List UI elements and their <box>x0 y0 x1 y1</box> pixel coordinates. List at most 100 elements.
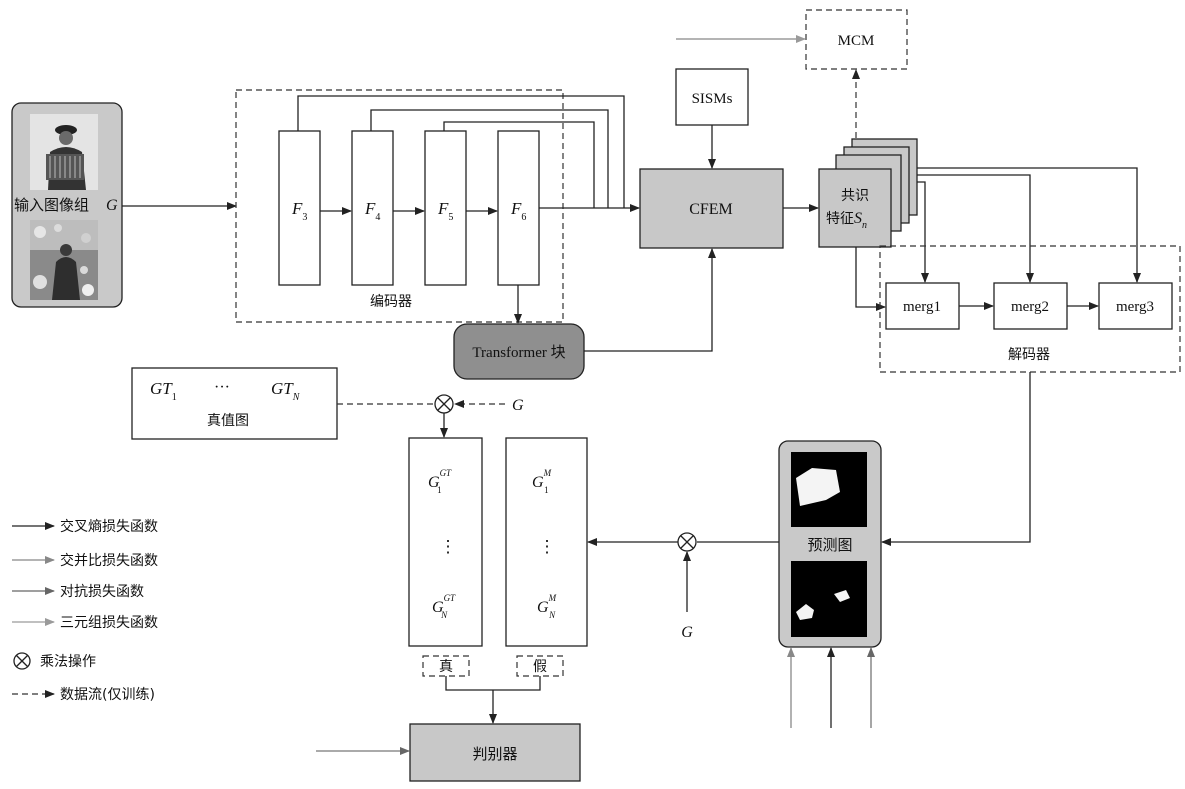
fake-dots: ⋮ <box>539 537 556 556</box>
legend-item-mult: 乘法操作 <box>40 654 96 670</box>
sisms-box <box>675 68 749 126</box>
real-top-base: G <box>428 474 440 491</box>
input-var: G <box>106 197 118 214</box>
consensus-sub: n <box>862 220 867 231</box>
svg-text:F6: F6 <box>510 199 526 223</box>
legend-item-triplet: 三元组损失函数 <box>60 615 158 631</box>
consensus-feature-stack <box>818 138 918 248</box>
merg3-label: merg3 <box>1116 299 1154 315</box>
real-bottom-sup: GT <box>444 593 456 603</box>
prediction-mask-2 <box>791 561 867 637</box>
consensus-to-merg2-arrow <box>917 174 1034 283</box>
cfem-box <box>639 168 784 249</box>
real-bottom-sub: N <box>440 610 448 620</box>
gt-mult-input: G <box>512 397 524 414</box>
f6-sub: 6 <box>521 212 526 223</box>
skip-f3 <box>297 95 625 208</box>
svg-text:F4: F4 <box>364 199 380 223</box>
merg1-box <box>885 282 960 330</box>
fake-tag-box <box>516 655 564 677</box>
fake-column <box>505 437 588 647</box>
prediction-panel <box>778 440 882 648</box>
cfem-label: CFEM <box>689 201 733 218</box>
encoder-label: 编码器 <box>370 294 412 310</box>
merg2-label: merg2 <box>1011 299 1049 315</box>
mcm-label: MCM <box>838 33 875 49</box>
svg-text:F5: F5 <box>437 199 453 223</box>
consensus-var: S <box>854 210 862 227</box>
consensus-line2: 特征 <box>826 211 854 227</box>
prediction-mult-input: G <box>681 624 693 641</box>
real-tag: 真 <box>439 659 453 675</box>
transformer-to-cfem-arrow <box>584 248 716 352</box>
svg-text:GM1: GM 1 <box>532 468 552 495</box>
input-photo-1 <box>30 114 98 190</box>
consensus-to-merg1-arrow <box>855 247 886 311</box>
merg3-box <box>1098 282 1173 330</box>
encoder-features: F3 F4 F5 F6 <box>278 130 540 286</box>
mult-op-prediction <box>677 532 697 552</box>
fake-top-sup: M <box>543 468 552 478</box>
f3-sub: 3 <box>302 212 307 223</box>
svg-text:GT1: GT1 <box>150 379 177 403</box>
gt-dots: ··· <box>214 379 230 396</box>
legend-item-bce: 交叉熵损失函数 <box>60 518 158 535</box>
gt-first-base: GT <box>150 379 173 398</box>
discriminator-box <box>409 723 581 782</box>
svg-text:GMN: GMN <box>537 593 557 620</box>
consensus-to-merg1-top-arrow <box>917 181 929 283</box>
f4-sub: 4 <box>375 212 380 223</box>
feature-f6 <box>497 130 540 286</box>
gt-last-sub: N <box>292 392 301 403</box>
feature-f3 <box>278 130 321 286</box>
svg-text:特征Sn: 特征Sn <box>826 210 867 231</box>
discriminator-label: 判别器 <box>472 745 517 763</box>
input-image-group: 输入图像组 G <box>11 102 123 308</box>
f4-base: F <box>364 199 376 218</box>
real-dots: ⋮ <box>440 537 457 556</box>
feature-f5 <box>424 130 467 286</box>
ground-truth-label: 真值图 <box>207 413 249 429</box>
prediction-label: 预测图 <box>807 536 852 554</box>
gt-last-base: GT <box>271 379 294 398</box>
input-label: 输入图像组 <box>14 196 89 214</box>
legend-item-adv: 对抗损失函数 <box>60 584 144 600</box>
consensus-line1: 共识 <box>841 188 869 204</box>
ground-truth-box <box>131 367 338 440</box>
fake-top-base: G <box>532 474 544 491</box>
decoder-label: 解码器 <box>1008 347 1050 363</box>
transformer-label: Transformer 块 <box>472 344 565 361</box>
skip-f5 <box>443 121 595 208</box>
sisms-label: SISMs <box>692 91 733 107</box>
decoder-to-prediction-arrow <box>881 372 1031 546</box>
svg-text:GTN: GTN <box>271 379 301 403</box>
consensus-front-box <box>818 168 892 248</box>
f3-base: F <box>291 199 303 218</box>
fake-bottom-sup: M <box>548 593 557 603</box>
f6-base: F <box>510 199 522 218</box>
real-top-sup: GT <box>440 468 452 478</box>
legend-otimes-icon <box>13 652 31 670</box>
fake-top-sub: 1 <box>544 485 549 495</box>
fake-bottom-base: G <box>537 599 549 616</box>
f5-base: F <box>437 199 449 218</box>
skip-f4 <box>370 109 609 208</box>
tags-join-line <box>445 676 541 691</box>
merg2-box <box>993 282 1068 330</box>
real-top-sub: 1 <box>437 485 442 495</box>
mult-op-gt <box>434 394 454 414</box>
consensus-to-merg3-arrow <box>917 167 1141 283</box>
svg-text:F3: F3 <box>291 199 307 223</box>
fake-tag: 假 <box>533 659 547 675</box>
encoder-frame <box>235 89 564 323</box>
legend-item-iou: 交并比损失函数 <box>60 552 158 569</box>
real-column <box>408 437 483 647</box>
f5-sub: 5 <box>448 212 453 223</box>
real-tag-box <box>422 655 470 677</box>
legend: 交叉熵损失函数 交并比损失函数 对抗损失函数 三元组损失函数 乘法操作 数据流(… <box>12 518 158 703</box>
real-bottom-base: G <box>432 599 444 616</box>
fake-bottom-sub: N <box>548 610 556 620</box>
